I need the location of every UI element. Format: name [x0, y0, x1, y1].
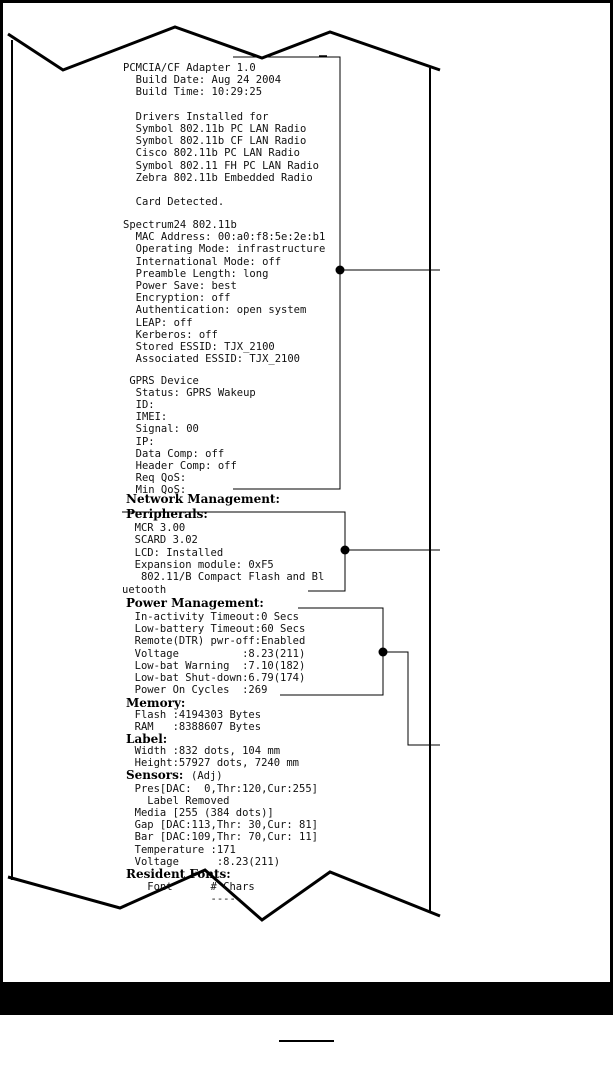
sensors-line: Temperature :171: [122, 843, 236, 856]
power-line: Power On Cycles :269: [122, 684, 268, 697]
peripherals-line: Expansion module: 0xF5: [122, 558, 274, 571]
sensors-adj: (Adj): [191, 770, 223, 782]
spectrum-line: Stored ESSID: TJX_2100: [123, 341, 275, 353]
label-line: Width :832 dots, 104 mm: [122, 745, 281, 757]
power-line: In-activity Timeout:0 Secs: [122, 611, 300, 623]
gprs-line: Min QoS:: [123, 483, 187, 496]
gprs-line: IP:: [123, 435, 155, 448]
spectrum-line: LEAP: off: [123, 316, 193, 329]
spectrum-line: Associated ESSID: TJX_2100: [123, 353, 301, 366]
peripherals-line: SCARD 3.02: [122, 534, 198, 547]
power-leader: [383, 651, 440, 746]
peripherals-line: 802.11/B Compact Flash and Bl: [122, 571, 325, 584]
pcmcia-line: Build Time: 10:29:25: [123, 86, 263, 99]
power-line: Low-bat Warning :7.10(182): [122, 659, 306, 672]
power-management-header: Power Management:: [126, 596, 264, 610]
label-header: Label:: [126, 732, 168, 746]
power-line: Low-bat Shut-down:6.79(174): [122, 672, 306, 684]
fonts-line: -----: [122, 893, 243, 906]
pcmcia-line: Drivers Installed for: [123, 110, 269, 123]
label-line: Height:57927 dots, 7240 mm: [122, 757, 300, 770]
page-number-line: [279, 1040, 334, 1042]
receipt-paper: [8, 27, 431, 920]
spectrum-line: International Mode: off: [123, 255, 282, 268]
sensors-line: Pres[DAC: 0,Thr:120,Cur:255]: [122, 783, 318, 795]
sensors-line: Label Removed: [122, 795, 230, 808]
sensors-header: Sensors:: [126, 768, 184, 782]
power-line: Voltage :8.23(211): [122, 647, 306, 660]
spectrum-line: Operating Mode: infrastructure: [123, 243, 326, 256]
memory-line: Flash :4194303 Bytes: [122, 709, 262, 721]
pcmcia-line: Symbol 802.11b CF LAN Radio: [123, 135, 307, 148]
spectrum-line: Preamble Length: long: [123, 267, 269, 280]
pcmcia-line: Build Date: Aug 24 2004: [123, 74, 282, 87]
sensors-line: Bar [DAC:109,Thr: 70,Cur: 11]: [122, 831, 318, 844]
receipt-top-tear: [7, 25, 441, 72]
sensors-line: Media [255 (384 dots)]: [122, 807, 274, 820]
gprs-line: Data Comp: off: [123, 447, 225, 460]
spectrum-line: Encryption: off: [123, 292, 231, 305]
black-footer-band: [0, 982, 613, 1015]
spectrum-line: Authentication: open system: [123, 304, 307, 317]
power-line: Remote(DTR) pwr-off:Enabled: [122, 635, 306, 648]
resident-fonts-header: Resident Fonts:: [126, 867, 231, 881]
pcmcia-line: Card Detected.: [123, 196, 225, 209]
pcmcia-line: Symbol 802.11 FH PC LAN Radio: [123, 159, 319, 172]
pcmcia-line: PCMCIA/CF Adapter 1.0: [123, 62, 256, 74]
spectrum-line: Spectrum24 802.11b: [123, 219, 237, 231]
pcmcia-line: Zebra 802.11b Embedded Radio: [123, 171, 313, 184]
receipt-bottom-tear: [7, 868, 441, 922]
power-dot: [378, 647, 388, 657]
fonts-line: Font # Chars: [122, 881, 255, 893]
gprs-line: Header Comp: off: [123, 459, 237, 472]
pcmcia-line: Symbol 802.11b PC LAN Radio: [123, 123, 307, 135]
memory-header: Memory:: [126, 696, 186, 710]
gprs-line: GPRS Device: [123, 375, 199, 387]
peripherals-line: LCD: Installed: [122, 546, 224, 559]
pcmcia-line: Cisco 802.11b PC LAN Radio: [123, 147, 301, 160]
gprs-line: ID:: [123, 399, 155, 412]
peripherals-dot: [340, 545, 350, 555]
network-dot: [335, 265, 345, 275]
spectrum-line: MAC Address: 00:a0:f8:5e:2e:b1: [123, 231, 326, 244]
memory-line: RAM :8388607 Bytes: [122, 721, 262, 734]
network-management-header: Network Management:: [126, 492, 280, 506]
gprs-line: IMEI:: [123, 411, 168, 424]
power-line: Low-battery Timeout:60 Secs: [122, 623, 306, 636]
peripherals-header: Peripherals:: [126, 507, 208, 521]
gprs-line: Status: GPRS Wakeup: [123, 387, 256, 400]
sensors-line: Voltage :8.23(211): [122, 855, 281, 868]
gprs-line: Req QoS:: [123, 471, 187, 484]
spectrum-line: Power Save: best: [123, 280, 237, 292]
receipt-illustration: [7, 25, 441, 922]
sensors-line: Gap [DAC:113,Thr: 30,Cur: 81]: [122, 819, 318, 832]
peripherals-line: MCR 3.00: [122, 522, 186, 534]
gprs-line: Signal: 00: [123, 423, 199, 436]
spectrum-line: Kerberos: off: [123, 328, 218, 341]
peripherals-line: uetooth: [122, 583, 167, 596]
